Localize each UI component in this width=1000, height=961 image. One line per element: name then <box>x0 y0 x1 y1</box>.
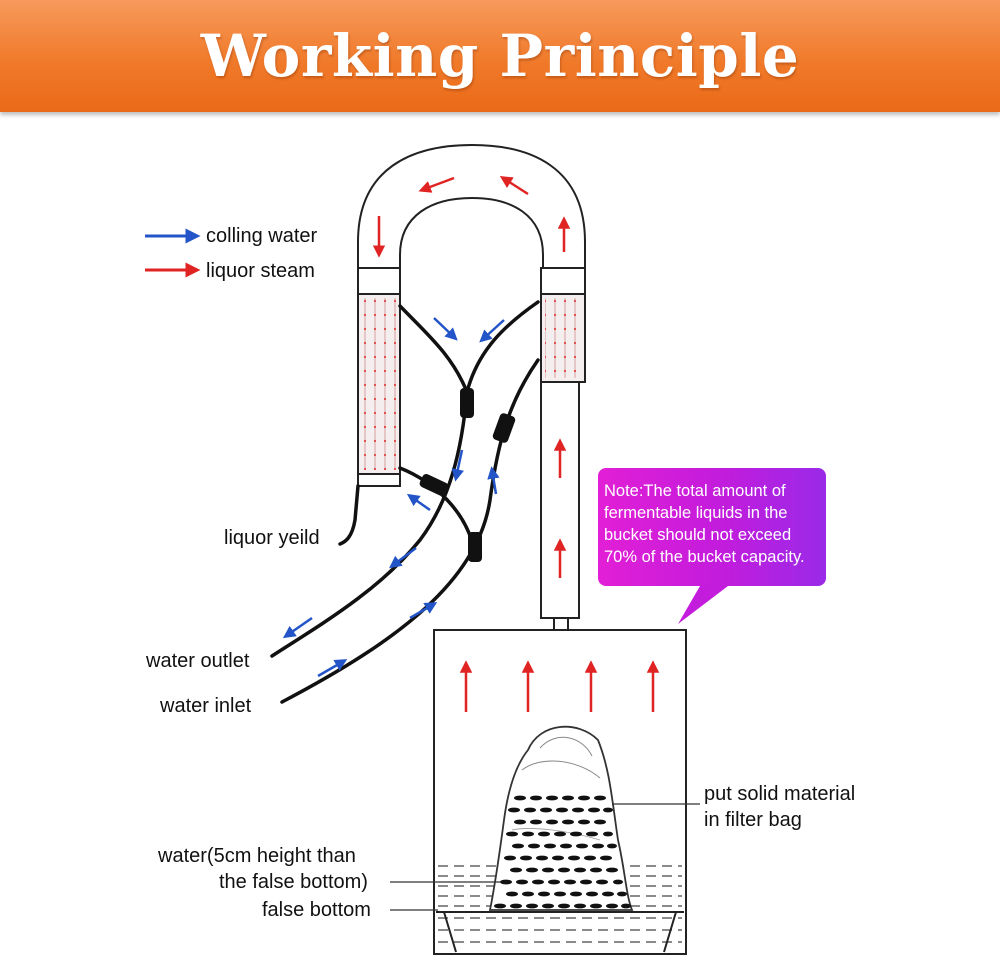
solid-material <box>494 795 631 909</box>
steam-arrows-bucket <box>459 660 660 712</box>
steam-arrows-top <box>372 175 571 258</box>
hose-connectors <box>419 388 516 562</box>
label-solid-material-1: put solid material <box>704 783 856 805</box>
leader-lines <box>390 803 700 911</box>
filter-bag <box>488 725 634 911</box>
label-water-outlet: water outlet <box>146 650 250 672</box>
label-water-level-1: water(5cm height than <box>158 845 356 867</box>
label-false-bottom: false bottom <box>262 899 371 921</box>
false-bottom <box>436 911 684 953</box>
legend-label-cooling: colling water <box>206 225 318 247</box>
label-solid-material-2: in filter bag <box>704 809 802 831</box>
legend-label-steam: liquor steam <box>206 260 315 282</box>
note-line: 70% of the bucket capacity. <box>604 548 805 566</box>
riser-pipe <box>540 381 580 619</box>
note-line: fermentable liquids in the <box>604 504 788 522</box>
cooling-hoses <box>270 300 540 704</box>
header-banner: Working Principle <box>0 0 1000 112</box>
note-pointer <box>678 586 728 624</box>
label-water-level-2: the false bottom) <box>219 871 368 893</box>
u-pipe <box>357 143 586 268</box>
label-liquor-yield: liquor yeild <box>224 527 320 549</box>
note-line: bucket should not exceed <box>604 526 792 544</box>
cooling-arrows <box>282 317 505 678</box>
note-text: Note:The total amount of fermentable liq… <box>604 480 826 568</box>
note-line: Note:The total amount of <box>604 482 786 500</box>
note-callout <box>598 468 826 586</box>
page-title: Working Principle <box>200 22 800 90</box>
label-water-inlet: water inlet <box>160 695 252 717</box>
